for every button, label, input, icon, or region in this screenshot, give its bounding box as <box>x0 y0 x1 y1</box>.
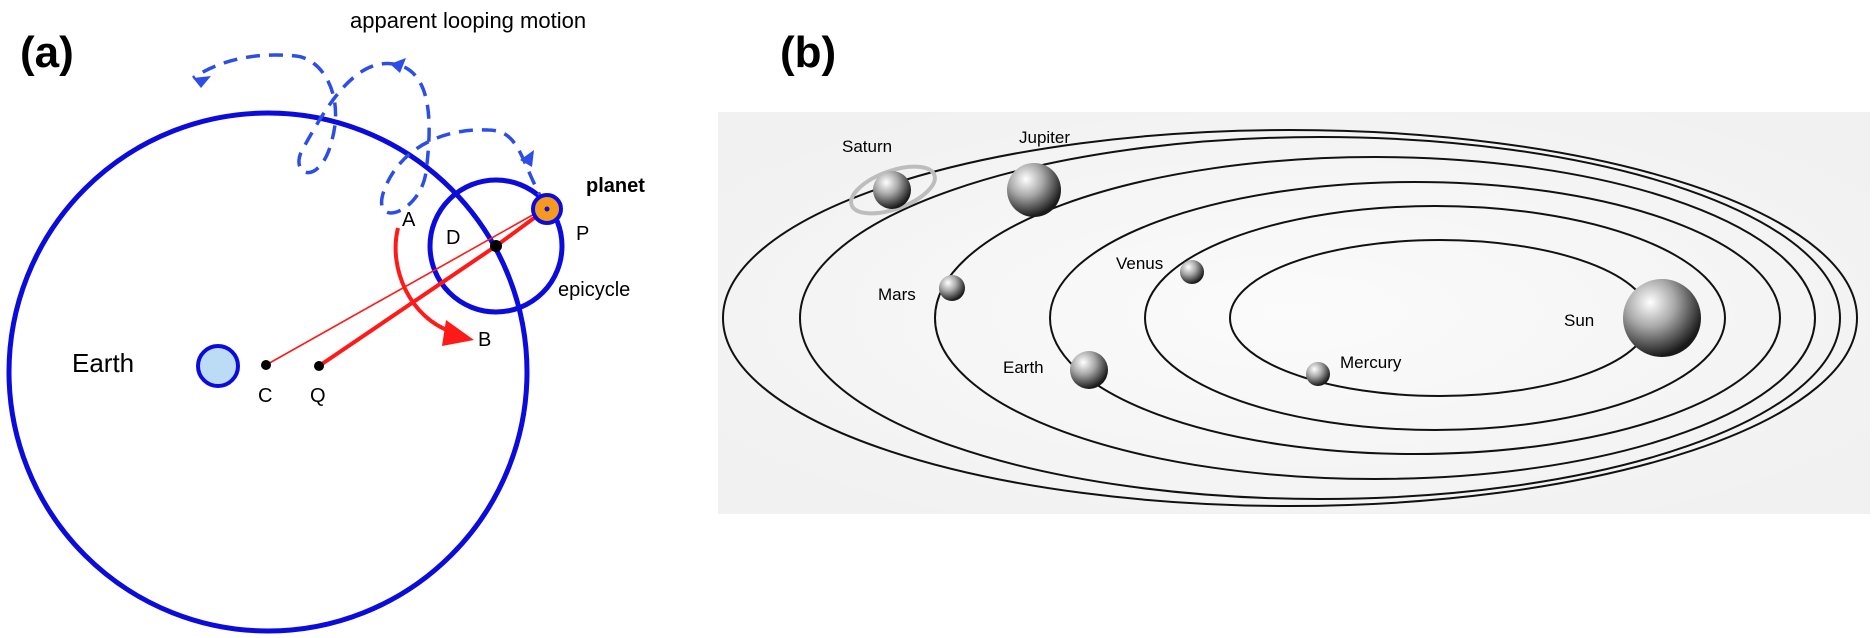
deferent-circle <box>6 110 530 634</box>
point-b-label: B <box>478 329 491 351</box>
looping-motion-path <box>192 53 547 215</box>
loop-arrow-2 <box>390 58 406 73</box>
epicycle-circle <box>427 177 565 315</box>
planet-label: planet <box>586 175 645 197</box>
sun-sphere <box>1623 279 1701 357</box>
mercury-sphere <box>1306 362 1330 386</box>
orbit-earth <box>1049 181 1781 455</box>
point-q <box>314 361 324 371</box>
orbits <box>722 129 1858 507</box>
orbit-venus <box>1144 205 1726 431</box>
jupiter-sphere <box>1007 163 1061 217</box>
mercury-label: Mercury <box>1340 353 1402 372</box>
orbit-mars <box>934 156 1816 480</box>
mars-label: Mars <box>878 285 916 304</box>
panel-a: apparent looping motion Earth planet epi… <box>6 8 645 634</box>
point-q-label: Q <box>310 385 326 407</box>
venus-label: Venus <box>1116 254 1163 273</box>
epicycle-label: epicycle <box>558 279 630 301</box>
line-q-to-d <box>317 244 498 368</box>
panel-a-label: (a) <box>20 28 74 77</box>
earth-body-label: Earth <box>1003 358 1044 377</box>
loop-arrow-1 <box>520 150 534 167</box>
venus-sphere <box>1180 260 1204 284</box>
earth-sphere <box>1070 351 1108 389</box>
loop-arrow-3 <box>193 76 211 88</box>
point-d-label: D <box>446 227 460 249</box>
saturn-label: Saturn <box>842 137 892 156</box>
planet-center <box>544 206 550 212</box>
panel-b: Saturn Jupiter Mars Venus Earth Mercury … <box>718 112 1870 514</box>
jupiter-label: Jupiter <box>1019 128 1070 147</box>
saturn-sphere <box>873 171 911 209</box>
earth-marker <box>196 344 240 388</box>
earth-label: Earth <box>72 348 134 378</box>
point-d <box>490 240 502 252</box>
point-c <box>261 360 271 370</box>
motion-arc <box>393 227 453 334</box>
orbit-saturn <box>722 129 1858 507</box>
looping-motion-title: apparent looping motion <box>350 8 586 33</box>
orbit-jupiter <box>799 136 1841 500</box>
point-c-label: C <box>258 385 272 407</box>
point-p-label: P <box>576 223 589 245</box>
point-a-label: A <box>402 209 416 231</box>
sun-label: Sun <box>1564 311 1594 330</box>
motion-arc-arrowhead <box>442 320 474 346</box>
panel-b-label: (b) <box>780 28 837 77</box>
mars-sphere <box>939 275 965 301</box>
